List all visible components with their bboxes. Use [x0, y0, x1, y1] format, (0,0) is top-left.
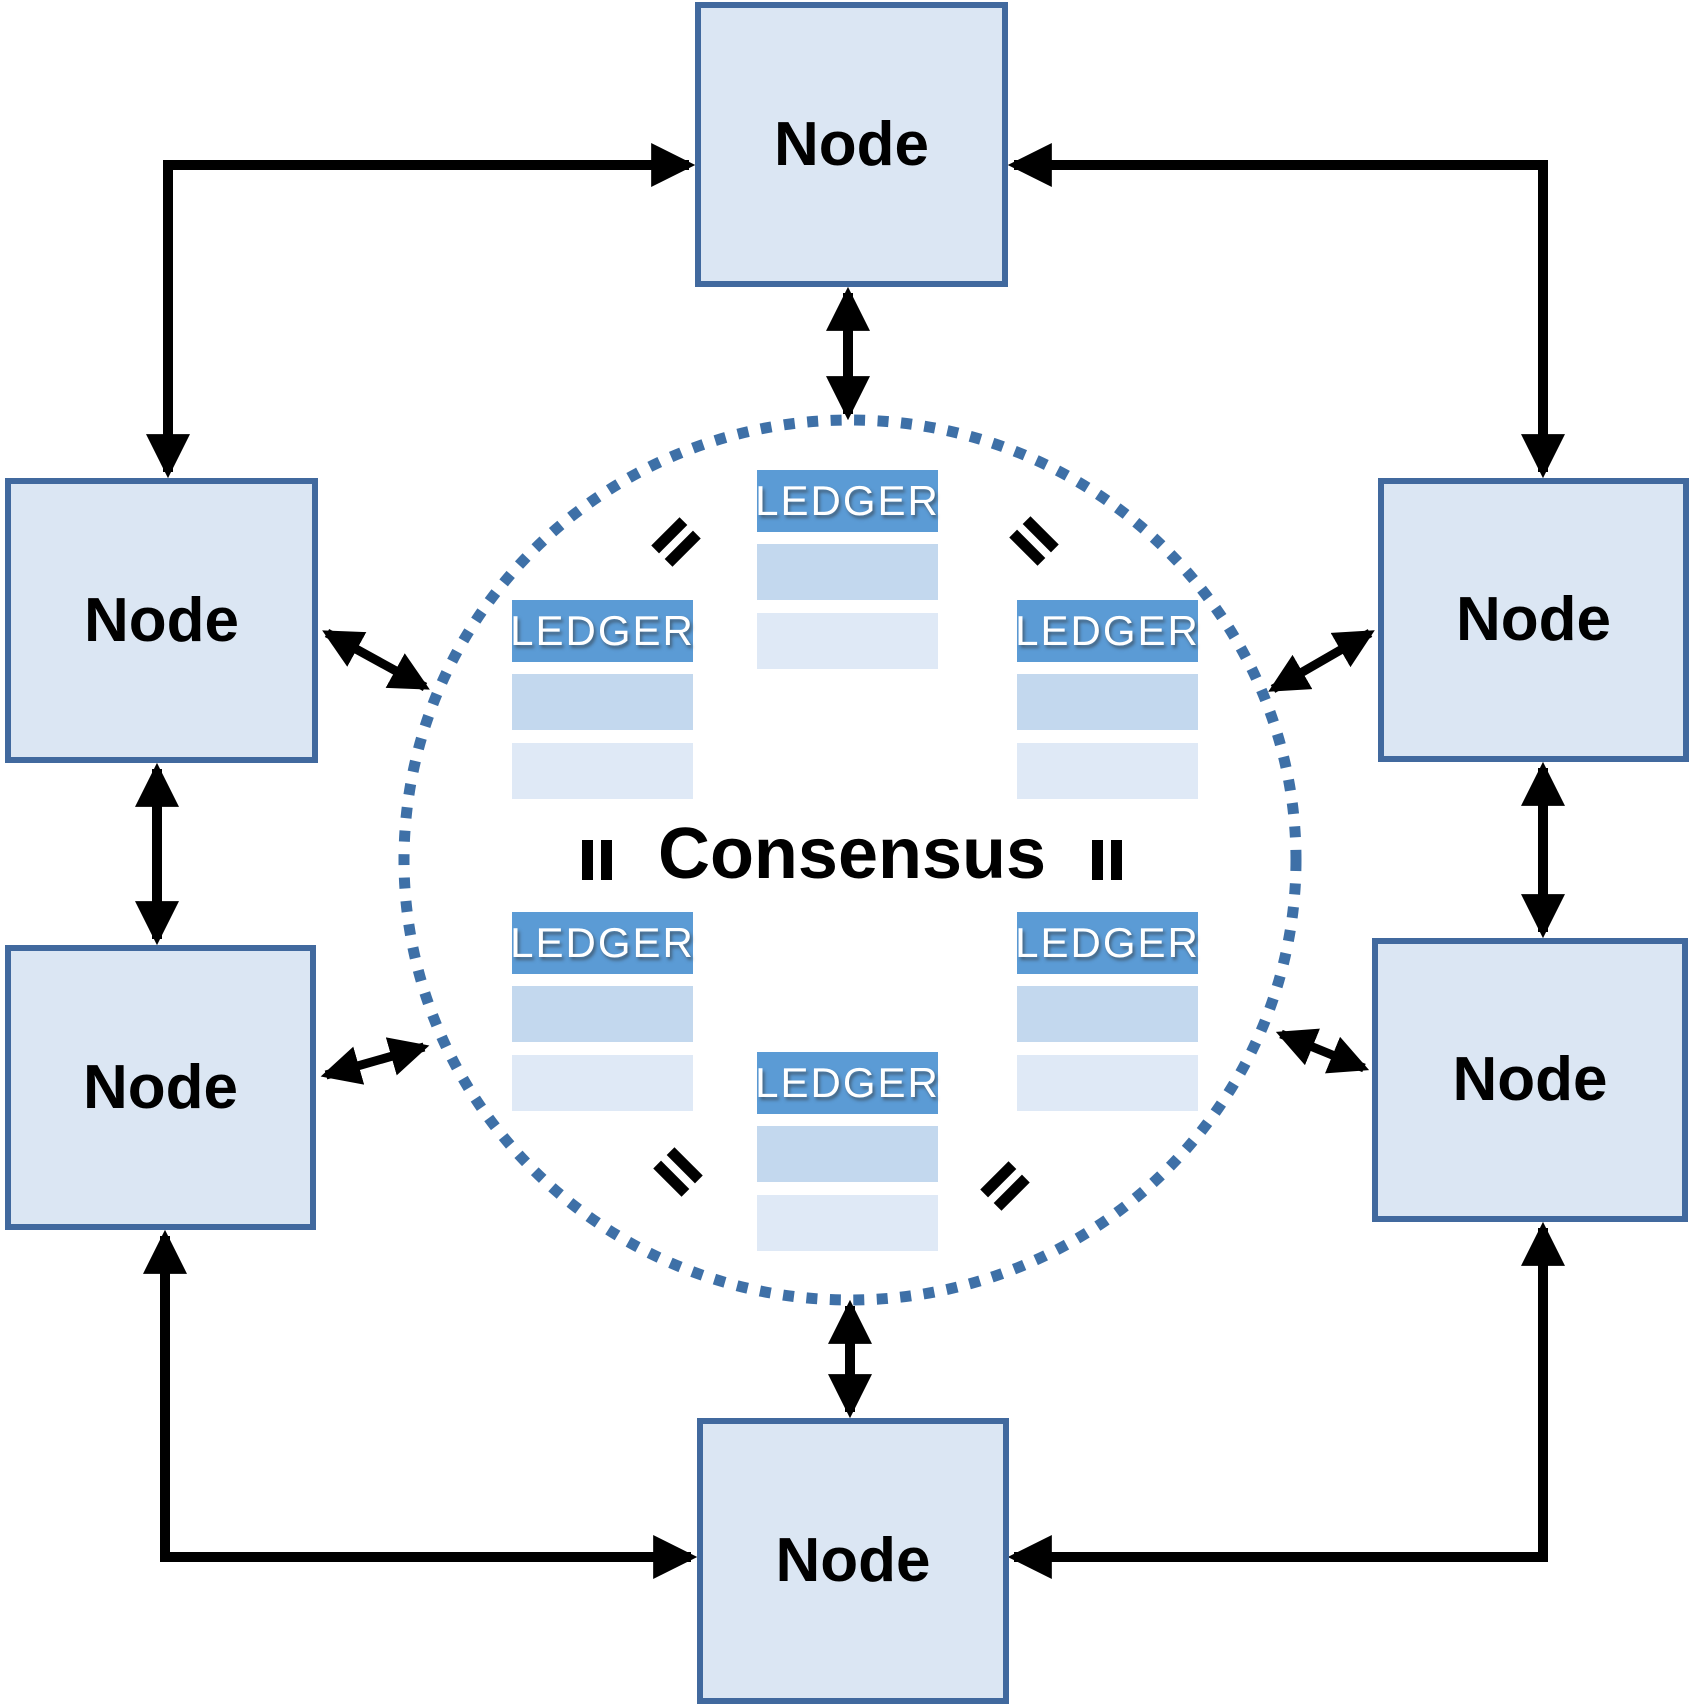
equals-icon-middle-right — [1092, 840, 1122, 880]
node-box-lower-left: Node — [5, 945, 316, 1230]
ledger-row — [1017, 1055, 1198, 1111]
equals-bar — [1111, 840, 1122, 880]
node-box-lower-right: Node — [1372, 938, 1688, 1222]
arrow-top-to-upperright — [1007, 142, 1566, 479]
node-box-upper-left: Node — [5, 478, 318, 763]
node-label: Node — [83, 1052, 238, 1122]
ledger-row — [1017, 674, 1198, 730]
arrow-bottom-to-lowerright — [1007, 1221, 1566, 1580]
node-label: Node — [774, 109, 929, 179]
ledger-row — [757, 544, 938, 600]
ledger-block-upper-left: LEDGER — [510, 600, 693, 799]
ledger-row — [512, 743, 693, 799]
arrow-upperleft-node-circle — [322, 629, 430, 691]
ledger-row — [757, 1126, 938, 1182]
ledger-block-bottom-center: LEDGER — [755, 1052, 938, 1251]
ledger-row — [512, 986, 693, 1042]
arrow-lowerleft-node-circle — [320, 1037, 430, 1085]
ledger-header: LEDGER — [510, 912, 693, 974]
ledger-row — [757, 613, 938, 669]
ledger-row — [512, 674, 693, 730]
arrow-lowerleft-to-bottom — [142, 1229, 698, 1580]
node-label: Node — [1452, 1045, 1608, 1114]
ledger-header: LEDGER — [755, 470, 938, 532]
node-label: Node — [84, 585, 239, 655]
node-box-bottom: Node — [697, 1418, 1009, 1704]
ledger-header: LEDGER — [1015, 600, 1198, 662]
equals-bar — [582, 840, 593, 880]
ledger-block-lower-left: LEDGER — [510, 912, 693, 1111]
arrow-upperleft-to-top — [145, 142, 696, 479]
equals-bar — [1092, 840, 1103, 880]
ledger-row — [1017, 986, 1198, 1042]
ledger-header: LEDGER — [1015, 912, 1198, 974]
consensus-label: Consensus — [657, 814, 1047, 894]
node-box-top: Node — [695, 2, 1008, 287]
equals-icon-middle-left — [582, 840, 612, 880]
node-label: Node — [775, 1526, 931, 1595]
ledger-block-lower-right: LEDGER — [1015, 912, 1198, 1111]
equals-bar — [601, 840, 612, 880]
ledger-row — [512, 1055, 693, 1111]
ledger-row — [757, 1195, 938, 1251]
arrow-lowerright-node-circle — [1275, 1028, 1370, 1074]
ledger-block-top-center: LEDGER — [755, 470, 938, 669]
node-label: Node — [1456, 585, 1611, 654]
arrow-upperright-node-circle — [1268, 629, 1375, 693]
ledger-block-upper-right: LEDGER — [1015, 600, 1198, 799]
consensus-circle — [398, 414, 1302, 1306]
ledger-header: LEDGER — [510, 600, 693, 662]
ledger-row — [1017, 743, 1198, 799]
ledger-header: LEDGER — [755, 1052, 938, 1114]
node-box-upper-right: Node — [1378, 478, 1689, 762]
